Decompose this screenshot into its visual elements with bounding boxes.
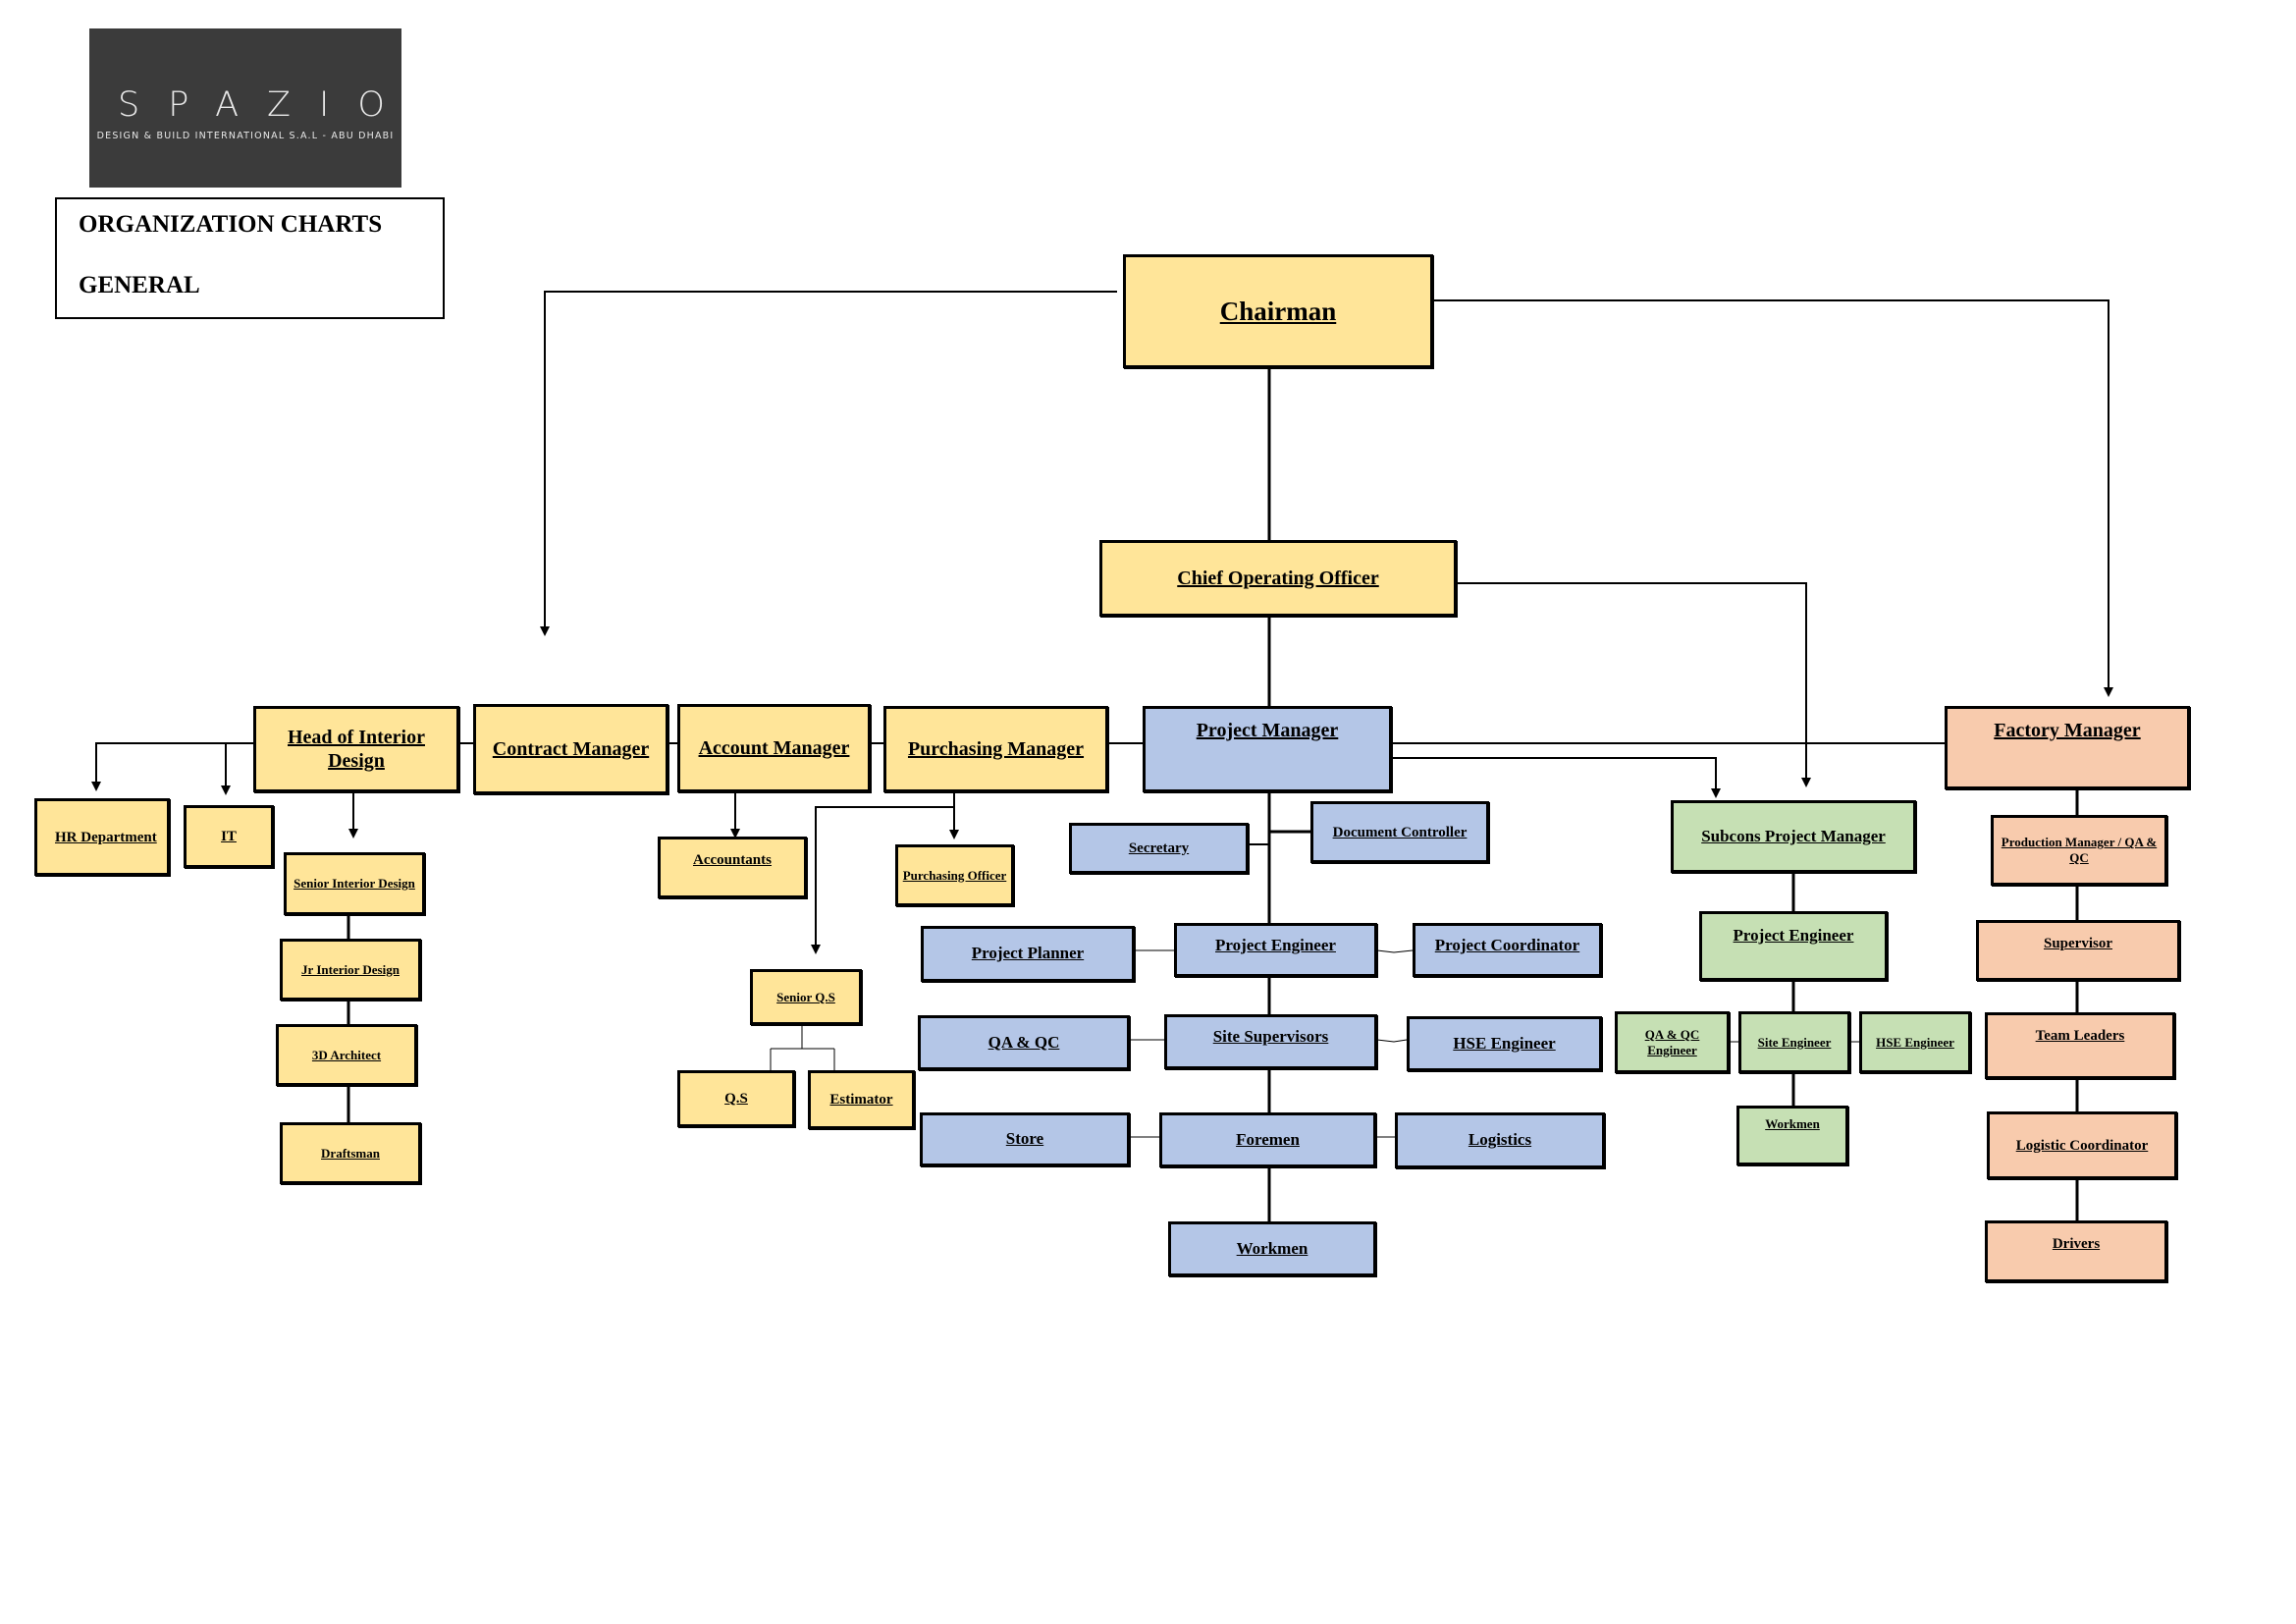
logo-tagline: DESIGN & BUILD INTERNATIONAL S.A.L - ABU… <box>96 131 395 141</box>
company-logo: SPAZIO DESIGN & BUILD INTERNATIONAL S.A.… <box>89 28 401 188</box>
node-subcons-hse-engineer: HSE Engineer <box>1859 1011 1971 1073</box>
node-project-coordinator: Project Coordinator <box>1413 923 1602 977</box>
node-project-engineer: Project Engineer <box>1174 923 1377 977</box>
node-hse-engineer: HSE Engineer <box>1407 1016 1602 1071</box>
node-store: Store <box>920 1112 1130 1166</box>
node-secretary: Secretary <box>1069 823 1249 874</box>
node-jr-interior-design: Jr Interior Design <box>280 939 421 1001</box>
node-qs: Q.S <box>677 1070 795 1127</box>
node-head-interior-design: Head of Interior Design <box>253 706 459 792</box>
node-hr-department: HR Department <box>34 798 170 876</box>
node-subcons-project-manager: Subcons Project Manager <box>1671 800 1916 873</box>
node-subcons-qa-qc-engineer: QA & QC Engineer <box>1615 1011 1730 1073</box>
node-project-planner: Project Planner <box>921 926 1135 982</box>
node-estimator: Estimator <box>808 1070 915 1129</box>
node-subcons-project-engineer: Project Engineer <box>1699 911 1888 981</box>
node-senior-interior-design: Senior Interior Design <box>284 852 425 915</box>
title-line-2: GENERAL <box>79 272 200 298</box>
node-workmen: Workmen <box>1168 1221 1376 1276</box>
node-production-manager: Production Manager / QA & QC <box>1991 815 2167 886</box>
node-accountants: Accountants <box>658 837 807 898</box>
node-purchasing-manager: Purchasing Manager <box>883 706 1108 792</box>
node-chairman: Chairman <box>1123 254 1433 368</box>
title-line-1: ORGANIZATION CHARTS <box>79 211 383 238</box>
node-it: IT <box>184 805 274 868</box>
node-logistics: Logistics <box>1395 1112 1605 1168</box>
node-logistic-coordinator: Logistic Coordinator <box>1987 1111 2177 1179</box>
node-qa-qc: QA & QC <box>918 1015 1130 1070</box>
node-drivers: Drivers <box>1985 1220 2167 1282</box>
node-senior-qs: Senior Q.S <box>750 969 862 1025</box>
node-3d-architect: 3D Architect <box>276 1024 417 1086</box>
node-account-manager: Account Manager <box>677 704 871 792</box>
node-document-controller: Document Controller <box>1310 801 1489 863</box>
node-contract-manager: Contract Manager <box>473 704 668 794</box>
node-site-supervisors: Site Supervisors <box>1164 1014 1377 1069</box>
node-foremen: Foremen <box>1159 1112 1376 1167</box>
node-purchasing-officer: Purchasing Officer <box>895 844 1014 906</box>
chart-title-box: ORGANIZATION CHARTS GENERAL <box>55 197 445 319</box>
node-draftsman: Draftsman <box>280 1122 421 1184</box>
node-coo: Chief Operating Officer <box>1099 540 1457 617</box>
node-supervisor: Supervisor <box>1976 920 2180 981</box>
node-team-leaders: Team Leaders <box>1985 1012 2175 1079</box>
node-subcons-workmen: Workmen <box>1736 1106 1848 1165</box>
node-project-manager: Project Manager <box>1143 706 1392 792</box>
node-factory-manager: Factory Manager <box>1945 706 2190 789</box>
logo-name: SPAZIO <box>118 85 413 125</box>
node-subcons-site-engineer: Site Engineer <box>1738 1011 1850 1073</box>
